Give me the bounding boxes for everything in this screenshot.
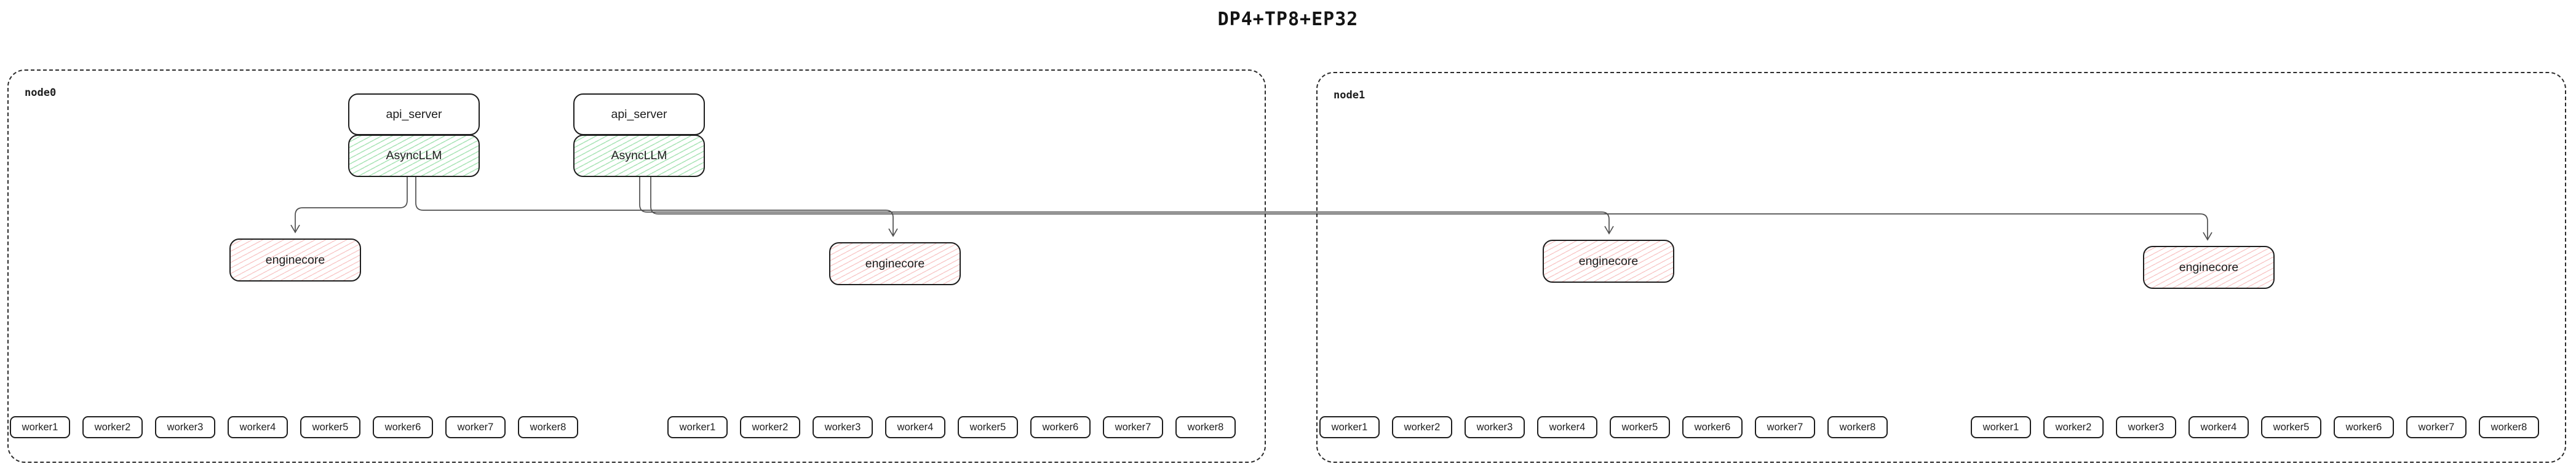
node1-workers-a-worker-2: worker2 xyxy=(1392,416,1452,438)
node1-workers-b-worker-8: worker8 xyxy=(2479,416,2539,438)
node1-workers-b-worker-7: worker7 xyxy=(2406,416,2467,438)
enginecore-4-box: enginecore xyxy=(2143,246,2275,289)
worker-label: worker7 xyxy=(457,421,494,433)
api-server-1-box: api_server xyxy=(348,93,480,135)
worker-label: worker1 xyxy=(1982,421,2019,433)
worker-label: worker2 xyxy=(752,421,789,433)
node1-workers-a-worker-5: worker5 xyxy=(1610,416,1670,438)
node1-workers-b-worker-4: worker4 xyxy=(2188,416,2249,438)
worker-label: worker8 xyxy=(1839,421,1876,433)
node1-workers-b-worker-1: worker1 xyxy=(1971,416,2031,438)
api-server-2-label: api_server xyxy=(611,107,667,121)
api-server-1-label: api_server xyxy=(386,107,442,121)
worker-label: worker3 xyxy=(1476,421,1513,433)
node0-workers-b-worker-3: worker3 xyxy=(813,416,873,438)
worker-label: worker4 xyxy=(897,421,934,433)
node0-workers-b-worker-8: worker8 xyxy=(1175,416,1236,438)
node0-workers-a-worker-6: worker6 xyxy=(373,416,433,438)
worker-label: worker7 xyxy=(1115,421,1151,433)
worker-label: worker7 xyxy=(2418,421,2455,433)
asyncllm-2-label: AsyncLLM xyxy=(611,149,667,162)
node1-workers-b-worker-5: worker5 xyxy=(2261,416,2321,438)
worker-label: worker1 xyxy=(22,421,58,433)
node0-workers-b-worker-4: worker4 xyxy=(885,416,945,438)
worker-label: worker6 xyxy=(1694,421,1731,433)
worker-label: worker4 xyxy=(1549,421,1586,433)
worker-label: worker6 xyxy=(1042,421,1079,433)
worker-label: worker2 xyxy=(2055,421,2092,433)
node0-workers-b-worker-1: worker1 xyxy=(667,416,728,438)
node0-workers-b-worker-2: worker2 xyxy=(740,416,800,438)
worker-label: worker6 xyxy=(384,421,421,433)
api-server-2-box: api_server xyxy=(573,93,705,135)
node1-workers-a-worker-4: worker4 xyxy=(1537,416,1597,438)
node1-workers-b-worker-3: worker3 xyxy=(2116,416,2176,438)
node0-workers-a-worker-8: worker8 xyxy=(518,416,578,438)
node0-label: node0 xyxy=(25,87,57,99)
worker-label: worker8 xyxy=(2491,421,2527,433)
enginecore-3-box: enginecore xyxy=(1543,240,1674,283)
enginecore-1-label: enginecore xyxy=(265,253,325,267)
worker-label: worker1 xyxy=(679,421,716,433)
worker-label: worker4 xyxy=(239,421,276,433)
node1-workers-a-worker-1: worker1 xyxy=(1319,416,1380,438)
container-node1: node1 xyxy=(1316,72,2566,463)
node0-workers-b-worker-7: worker7 xyxy=(1103,416,1163,438)
node0-workers-a-worker-5: worker5 xyxy=(300,416,360,438)
node0-workers-a-worker-2: worker2 xyxy=(82,416,143,438)
node1-workers-b-worker-6: worker6 xyxy=(2334,416,2394,438)
worker-label: worker8 xyxy=(530,421,566,433)
worker-label: worker3 xyxy=(2128,421,2165,433)
node0-workers-b-worker-5: worker5 xyxy=(958,416,1018,438)
node1-workers-a-worker-3: worker3 xyxy=(1465,416,1525,438)
worker-label: worker5 xyxy=(1621,421,1658,433)
container-node0: node0 xyxy=(7,69,1266,463)
worker-label: worker1 xyxy=(1331,421,1368,433)
enginecore-2-label: enginecore xyxy=(865,256,925,270)
node0-workers-a-worker-1: worker1 xyxy=(10,416,70,438)
node0-workers-a-worker-4: worker4 xyxy=(228,416,288,438)
worker-label: worker3 xyxy=(824,421,861,433)
enginecore-3-label: enginecore xyxy=(1578,254,1639,268)
node1-label: node1 xyxy=(1334,89,1366,101)
diagram-title: DP4+TP8+EP32 xyxy=(1217,9,1359,30)
node1-workers-a-worker-6: worker6 xyxy=(1682,416,1743,438)
asyncllm-2-box: AsyncLLM xyxy=(573,135,705,177)
worker-label: worker2 xyxy=(1404,421,1441,433)
enginecore-2-box: enginecore xyxy=(829,242,961,285)
worker-label: worker5 xyxy=(2273,421,2310,433)
worker-label: worker7 xyxy=(1767,421,1803,433)
worker-label: worker5 xyxy=(312,421,349,433)
asyncllm-1-label: AsyncLLM xyxy=(386,149,442,162)
node0-workers-a-worker-3: worker3 xyxy=(155,416,215,438)
enginecore-1-box: enginecore xyxy=(229,238,361,282)
worker-label: worker4 xyxy=(2200,421,2237,433)
asyncllm-1-box: AsyncLLM xyxy=(348,135,480,177)
worker-label: worker2 xyxy=(94,421,131,433)
node0-workers-a-worker-7: worker7 xyxy=(445,416,506,438)
node1-workers-b-worker-2: worker2 xyxy=(2043,416,2104,438)
worker-label: worker3 xyxy=(167,421,204,433)
node1-workers-a-worker-7: worker7 xyxy=(1755,416,1815,438)
worker-label: worker6 xyxy=(2345,421,2382,433)
enginecore-4-label: enginecore xyxy=(2179,260,2239,274)
worker-label: worker5 xyxy=(969,421,1006,433)
node1-workers-a-worker-8: worker8 xyxy=(1827,416,1888,438)
node0-workers-b-worker-6: worker6 xyxy=(1030,416,1091,438)
worker-label: worker8 xyxy=(1187,421,1224,433)
